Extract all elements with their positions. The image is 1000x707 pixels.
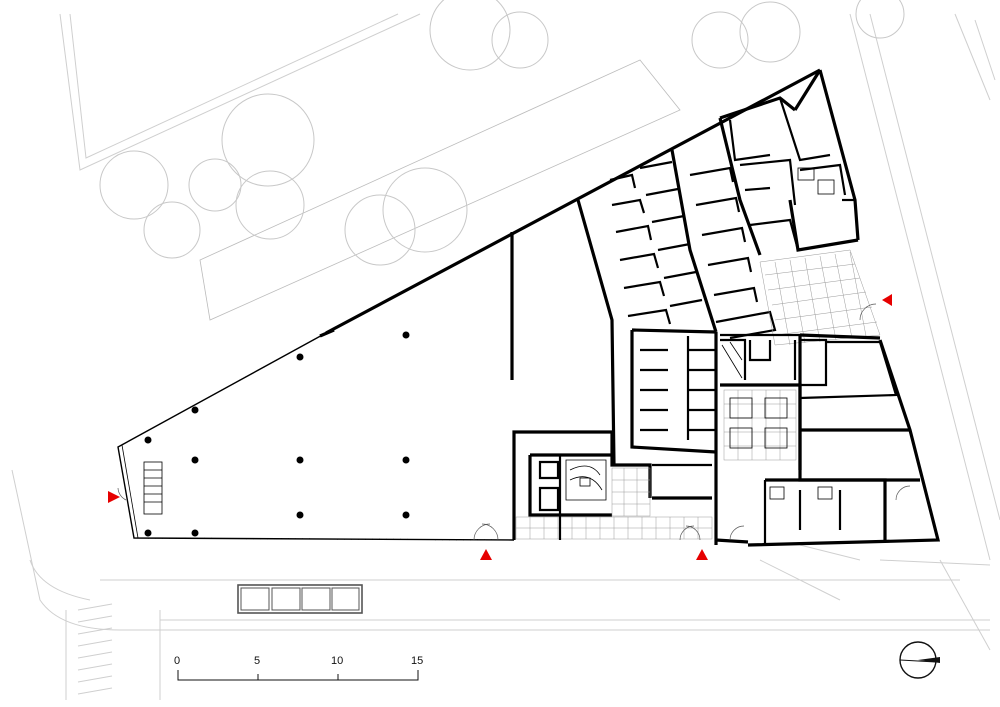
scale-label-10: 10 [331, 655, 343, 667]
ne-block [728, 69, 859, 252]
core [720, 338, 802, 470]
scale-label-15: 15 [411, 655, 423, 667]
trees [99, 0, 905, 266]
courtyard-tiles [759, 249, 881, 346]
scale-label-0: 0 [174, 655, 180, 667]
entrance-markers [108, 294, 892, 560]
doors [117, 303, 911, 541]
scale-label-5: 5 [254, 655, 260, 667]
triangle-marker-icon [882, 294, 892, 306]
scale-bar: 0 5 10 15 [174, 655, 423, 681]
north-arrow-icon [899, 641, 940, 679]
triangle-marker-icon [108, 491, 120, 503]
parking-stripes [77, 603, 113, 695]
building [117, 68, 941, 547]
site-context [11, 0, 1000, 700]
hall-stair [143, 461, 163, 515]
columns [144, 331, 410, 537]
triangle-marker-icon [696, 549, 708, 560]
triangle-marker-icon [480, 549, 492, 560]
east-rooms [720, 333, 920, 545]
planter-boxes [237, 584, 363, 614]
stair-core [515, 453, 713, 540]
hall-glazing [117, 332, 515, 541]
